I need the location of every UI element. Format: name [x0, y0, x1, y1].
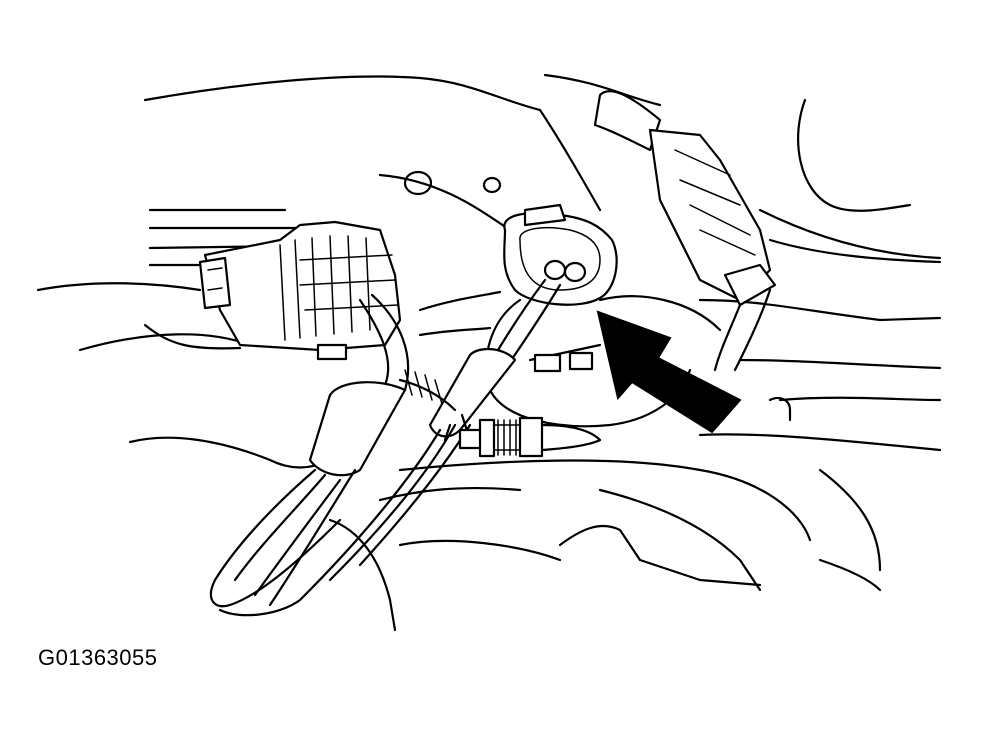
callout-arrow [596, 310, 742, 434]
sensor-connector [503, 203, 618, 306]
multi-pin-connector [198, 220, 402, 361]
body-panel-lines [36, 73, 942, 632]
inline-connector [593, 90, 777, 372]
mounting-studs [458, 416, 602, 458]
panel-holes [403, 170, 502, 196]
figure-id-label: G01363055 [38, 645, 158, 670]
